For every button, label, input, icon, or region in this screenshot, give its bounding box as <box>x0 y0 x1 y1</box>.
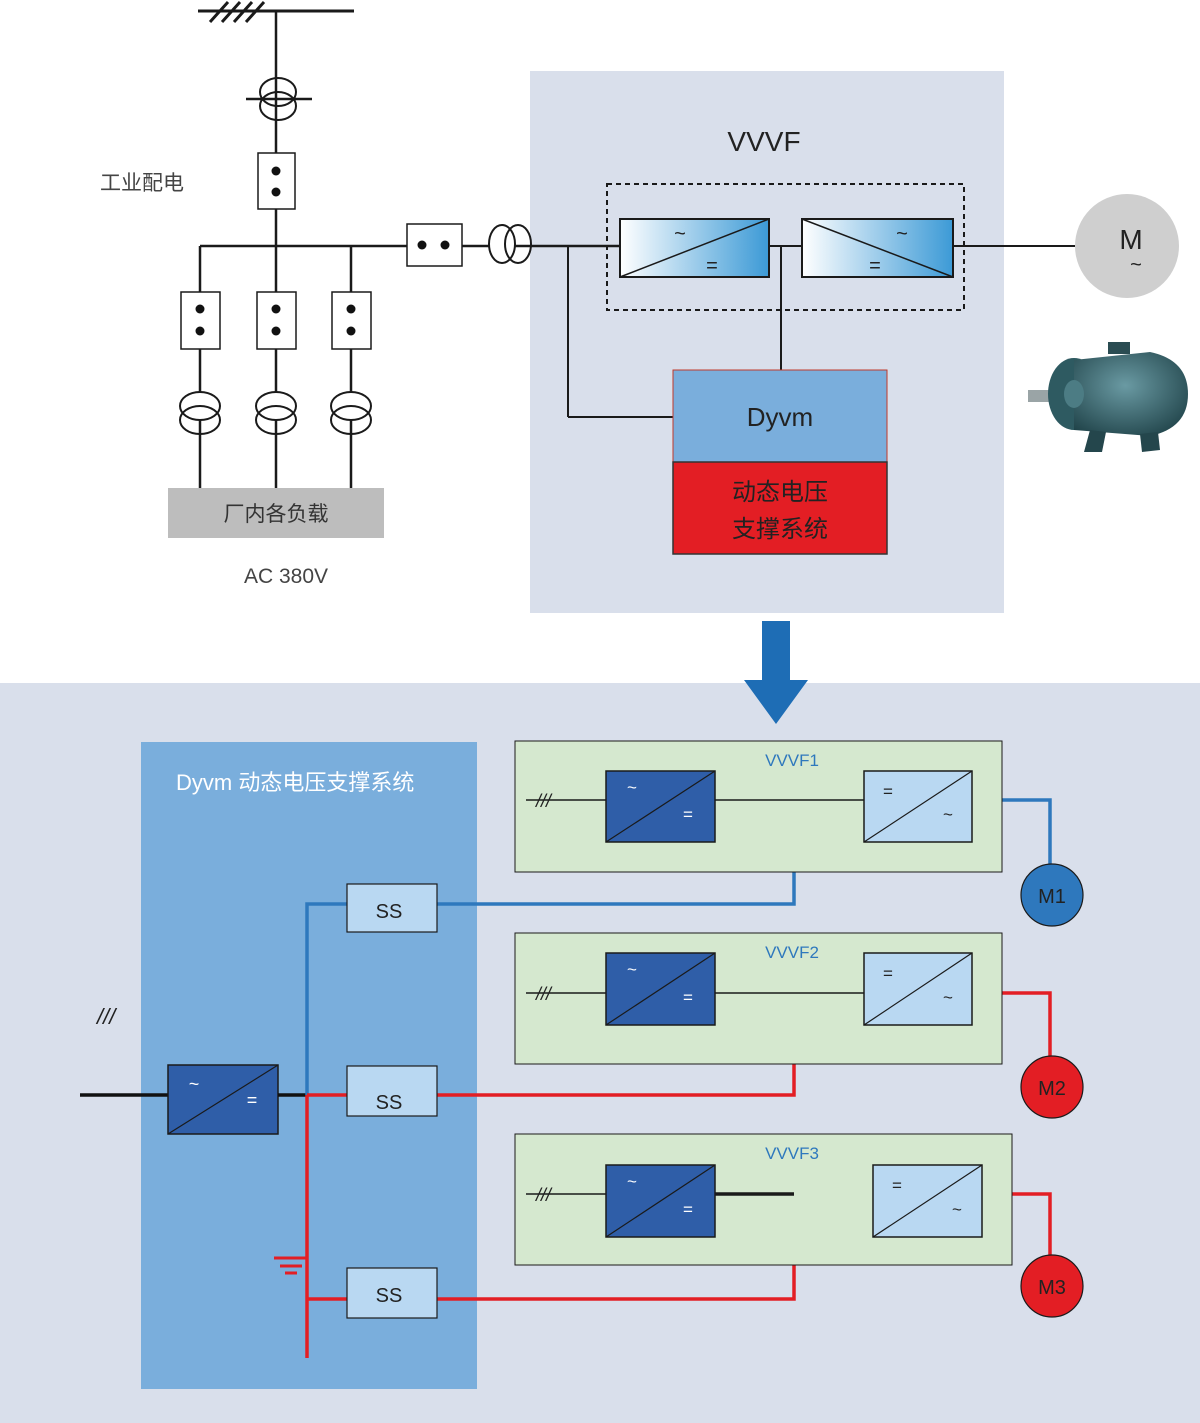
down-arrow-icon <box>744 621 808 724</box>
motor-sub: ~ <box>1130 254 1142 276</box>
converter-diagonal <box>872 1164 983 1238</box>
ss-switch-3: SS <box>346 1267 438 1319</box>
breaker-icon <box>406 223 463 267</box>
rectifier-ac: ~ <box>674 223 686 245</box>
vvvf-unit-1: VVVF1 /// ~ = = ~ M1 <box>514 740 1084 927</box>
breaker-icon <box>256 291 297 350</box>
converter-diagonal <box>605 770 716 843</box>
voltage-label: AC 380V <box>244 565 328 588</box>
input-symbol: /// <box>95 1004 117 1029</box>
industrial-label: 工业配电 <box>100 172 184 195</box>
support-line2: 支撑系统 <box>732 516 828 543</box>
inverter-ac: ~ <box>943 988 953 1007</box>
ss-switch-2: SS <box>346 1065 438 1117</box>
motor-symbol <box>1020 863 1084 927</box>
vvvf-title: VVVF2 <box>765 943 819 962</box>
breaker-icon <box>180 291 221 350</box>
main-conv-dc: = <box>247 1090 258 1110</box>
load-label: 厂内各负载 <box>224 503 329 526</box>
converter-diagonal <box>605 1164 716 1238</box>
converter-diagonal <box>863 770 973 843</box>
inverter-dc: = <box>869 255 881 277</box>
rectifier-ac: ~ <box>627 960 637 979</box>
motor-label: M3 <box>1038 1277 1066 1299</box>
breaker-icon <box>331 291 372 350</box>
rectifier-dc: = <box>683 1200 693 1219</box>
inverter-dc: = <box>883 782 893 801</box>
inverter-dc: = <box>892 1176 902 1195</box>
inverter-dc: = <box>883 964 893 983</box>
support-block: 动态电压 支撑系统 <box>672 461 888 555</box>
vvvf-unit-3: VVVF3 /// ~ = = ~ M3 <box>514 1133 1084 1318</box>
motor-symbol <box>1020 1055 1084 1119</box>
vvvf-title: VVVF3 <box>765 1144 819 1163</box>
vvvf-wiring <box>530 245 1075 418</box>
transformer-icon <box>488 224 532 264</box>
main-converter: ~ = <box>167 1064 279 1135</box>
rectifier-dc: = <box>683 805 693 824</box>
rectifier-ac: ~ <box>627 1172 637 1191</box>
transformer-icon <box>255 391 297 435</box>
inverter-ac: ~ <box>943 805 953 824</box>
converter-diagonal <box>863 952 973 1026</box>
svg-text:SS: SS <box>376 1092 403 1114</box>
transformer-icon <box>330 391 372 435</box>
motor-label: M <box>1119 224 1142 255</box>
motor-label: M1 <box>1038 886 1066 908</box>
ss-switch-1: SS <box>346 883 438 933</box>
rectifier-ac: ~ <box>627 778 637 797</box>
support-line1: 动态电压 <box>732 479 828 506</box>
vvvf-title: VVVF1 <box>765 751 819 770</box>
load-bar <box>168 488 384 538</box>
inverter-ac: ~ <box>952 1200 962 1219</box>
transformer-icon <box>179 391 221 435</box>
svg-text:SS: SS <box>376 1285 403 1307</box>
converter-diagonal <box>605 952 716 1026</box>
input-symbol: /// <box>534 791 553 811</box>
rectifier-dc: = <box>683 988 693 1007</box>
rectifier-block: ~ = <box>619 218 770 278</box>
vvvf-title: VVVF <box>727 126 800 157</box>
ground-icon <box>274 1256 307 1275</box>
main-feeder <box>246 11 312 246</box>
motor-symbol <box>1020 1254 1084 1318</box>
transformer-icon <box>259 77 297 121</box>
main-conv-ac: ~ <box>189 1074 200 1094</box>
motor-label: M2 <box>1038 1078 1066 1100</box>
input-symbol: /// <box>534 1185 553 1205</box>
dyvm-panel-title: Dyvm 动态电压支撑系统 <box>176 770 414 795</box>
dyvm-label: Dyvm <box>747 402 813 432</box>
svg-text:SS: SS <box>376 901 403 923</box>
breaker-icon <box>257 152 296 210</box>
motor-symbol <box>1075 194 1179 298</box>
inverter-block: ~ = <box>801 218 954 278</box>
dyvm-block: Dyvm <box>672 369 888 463</box>
vvvf-unit-2: VVVF2 /// ~ = = ~ M2 <box>514 932 1084 1119</box>
rectifier-dc: = <box>706 255 718 277</box>
motor-photo-icon <box>1028 342 1188 452</box>
inverter-ac: ~ <box>896 223 908 245</box>
input-symbol: /// <box>534 984 553 1004</box>
